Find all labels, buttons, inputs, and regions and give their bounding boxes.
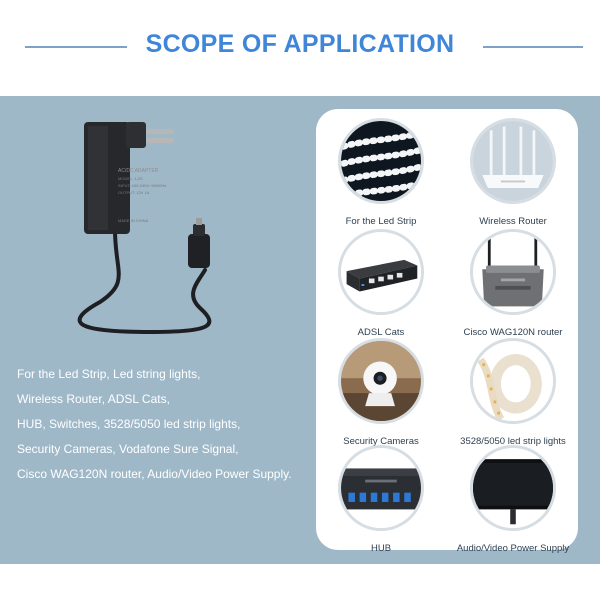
adapter-label-line: OUTPUT: 12V 1A [118,190,150,195]
network-switch-icon [338,229,424,315]
application-label: ADSL Cats [357,327,405,338]
wireless-router-icon [470,118,556,204]
application-label: Security Cameras [343,436,419,447]
header-rule-right [483,46,583,48]
description-line: Security Cameras, Vodafone Sure Signal, [17,442,239,456]
header: SCOPE OF APPLICATION [0,0,600,96]
adapter-label: AC/DC ADAPTER MODEL: 1-03 INPUT: 100-240… [118,168,166,223]
application-label: HUB [370,543,392,554]
application-item: Wireless Router [448,118,578,228]
cisco-router-icon [470,229,556,315]
application-label: Wireless Router [479,216,547,227]
adapter-label-line: INPUT: 100-240V~50/60Hz [118,183,166,188]
footer-space [0,564,600,600]
led-reel-icon [470,338,556,424]
security-camera-icon [338,338,424,424]
application-item: Security Cameras [316,338,446,448]
applications-card: For the Led Strip Wireless Router [316,109,578,554]
application-label: Audio/Video Power Supply [456,543,570,554]
application-item: HUB [316,445,446,555]
application-item: For the Led Strip [316,118,446,228]
description-line: HUB, Switches, 3528/5050 led strip light… [17,417,241,431]
application-item: 3528/5050 led strip lights [448,338,578,448]
compatibility-description: For the Led Strip, Led string lights, Wi… [17,362,317,487]
description-line: For the Led Strip, Led string lights, [17,367,201,381]
application-item: Cisco WAG120N router [448,229,578,339]
application-label: For the Led Strip [345,216,417,227]
description-line: Wireless Router, ADSL Cats, [17,392,170,406]
adapter-label-line: AC/DC ADAPTER [118,168,159,174]
application-item: ADSL Cats [316,229,446,339]
usb-hub-icon [338,445,424,531]
application-item: Audio/Video Power Supply [448,445,578,555]
header-rule-left [25,46,127,48]
application-label: Cisco WAG120N router [463,327,563,338]
monitor-icon [470,445,556,531]
power-adapter-icon: AC/DC ADAPTER MODEL: 1-03 INPUT: 100-240… [77,122,212,335]
description-line: Cisco WAG120N router, Audio/Video Power … [17,467,292,481]
led-strip-icon [338,118,424,204]
adapter-label-line: MADE IN CHINA [118,218,149,223]
application-label: 3528/5050 led strip lights [460,436,566,447]
page-title: SCOPE OF APPLICATION [145,30,455,58]
power-adapter-image: AC/DC ADAPTER MODEL: 1-03 INPUT: 100-240… [60,112,270,342]
adapter-label-line: MODEL: 1-03 [118,176,143,181]
